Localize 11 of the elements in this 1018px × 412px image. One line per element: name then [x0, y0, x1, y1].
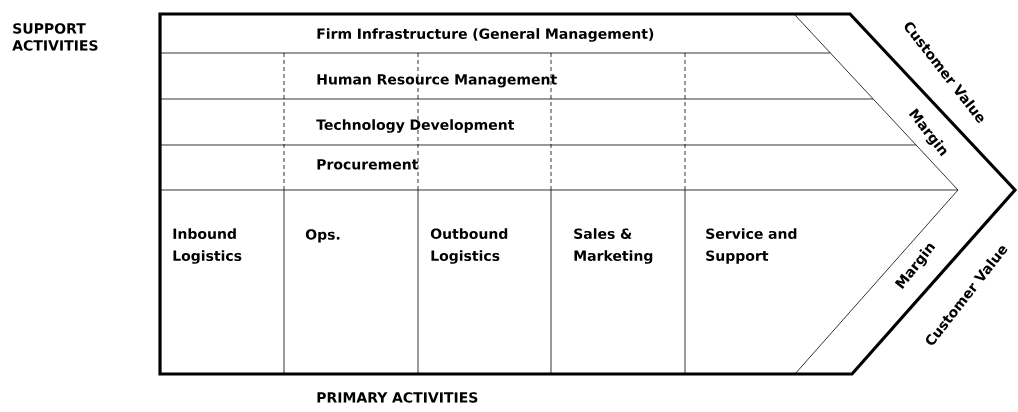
- activity-cell: Ops.: [305, 229, 340, 243]
- text-label: SUPPORT ACTIVITIES: [12, 23, 98, 51]
- activity-label: Procurement: [317, 159, 419, 170]
- activity-label: Firm Infrastructure (General Management): [317, 28, 654, 42]
- text-label: PRIMARY ACTIVITIES: [317, 392, 478, 403]
- activity-cell: Sales & Marketing: [574, 228, 653, 264]
- activity-label: Human Resource Management: [317, 74, 557, 88]
- activity-cell: Inbound Logistics: [173, 228, 242, 264]
- activity-label: Technology Development: [316, 119, 515, 133]
- activity-cell: Service and Support: [706, 228, 797, 264]
- activity-cell: Outbound Logistics: [430, 228, 508, 264]
